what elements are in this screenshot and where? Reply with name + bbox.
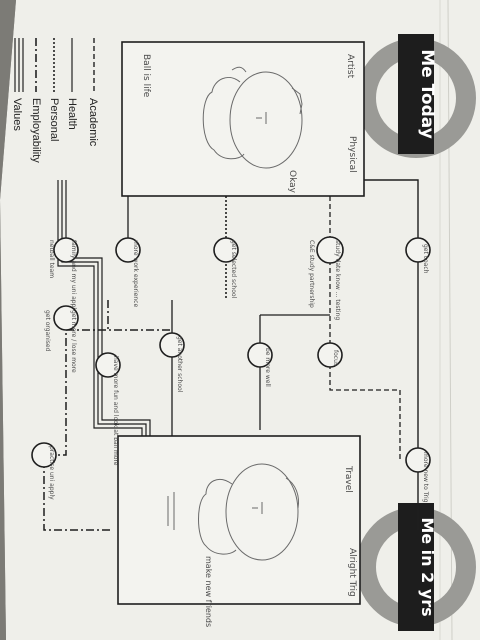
future-face-sketch: [167, 463, 299, 561]
node-focus: focus: [317, 342, 343, 368]
future-word-right: Alright Trig: [347, 548, 357, 597]
legend: Academic Health Personal Employability V…: [11, 38, 99, 163]
node-label: netball team: [48, 240, 55, 278]
me-today-box: Artist Physical Ball is life Okay: [121, 41, 365, 197]
future-word-bottom: make new friends: [204, 556, 213, 627]
node-more-work-experience: more work experience: [115, 237, 141, 307]
node-label: get more / lose more: [70, 310, 77, 373]
legend-item-values: Values: [11, 98, 23, 131]
node-label: study date know ... testing: [334, 240, 341, 320]
node-label: be more well: [264, 348, 271, 387]
node-family-uni: family and my uni apply netball team: [48, 237, 79, 313]
node-get-more: get more / lose more get organised: [44, 305, 79, 373]
node-label: focus: [332, 350, 339, 366]
node-label: more new to Trig: [422, 452, 429, 503]
legend-item-academic: Academic: [87, 98, 99, 147]
me-today-title: Me Today: [417, 49, 437, 139]
node-label: practise uni apply: [48, 446, 55, 500]
node-move-to-trig: more new to Trig: [405, 447, 431, 503]
legend-item-personal: Personal: [48, 98, 60, 141]
today-word-left: Ball is life: [141, 54, 151, 98]
node-label: get another school: [176, 336, 183, 393]
legend-item-health: Health: [66, 98, 78, 130]
me-today-badge: Me Today: [356, 34, 476, 158]
me-in-2yrs-box: Travel Alright Trig make new friends: [117, 435, 361, 627]
node-label: get selected school: [230, 240, 237, 299]
node-get-selected-school: get selected school: [213, 237, 239, 299]
node-label: more work experience: [132, 240, 139, 307]
node-study-date: study date know ... testing C&E study pa…: [308, 236, 344, 320]
me-in-2yrs-title: Me in 2 yrs: [418, 517, 437, 616]
goal-nodes: get coach study date know ... testing C&…: [31, 236, 431, 503]
node-get-coach: get coach: [405, 237, 431, 274]
legend-item-employability: Employability: [30, 98, 42, 163]
node-label: get organised: [44, 310, 51, 352]
node-label: get coach: [422, 244, 429, 274]
today-word-top: Artist: [345, 54, 355, 79]
today-word-physical: Physical: [347, 136, 357, 173]
node-label: have more fun and look at ball more: [112, 356, 119, 466]
me-in-2yrs-badge: Me in 2 yrs: [356, 503, 476, 631]
today-face-sketch: [202, 66, 303, 169]
node-have-more-fun: have more fun and look at ball more: [95, 352, 121, 466]
node-get-another-school: get another school: [159, 332, 185, 393]
node-be-more-well: be more well: [247, 342, 273, 387]
future-word-top: Travel: [343, 465, 353, 493]
node-label: family and my uni apply: [70, 240, 77, 313]
photo-background: [0, 0, 16, 640]
today-word-bottom: Okay: [287, 170, 297, 194]
node-practise-uni: practise uni apply: [31, 442, 57, 500]
node-label: C&E study partnership: [308, 240, 315, 308]
